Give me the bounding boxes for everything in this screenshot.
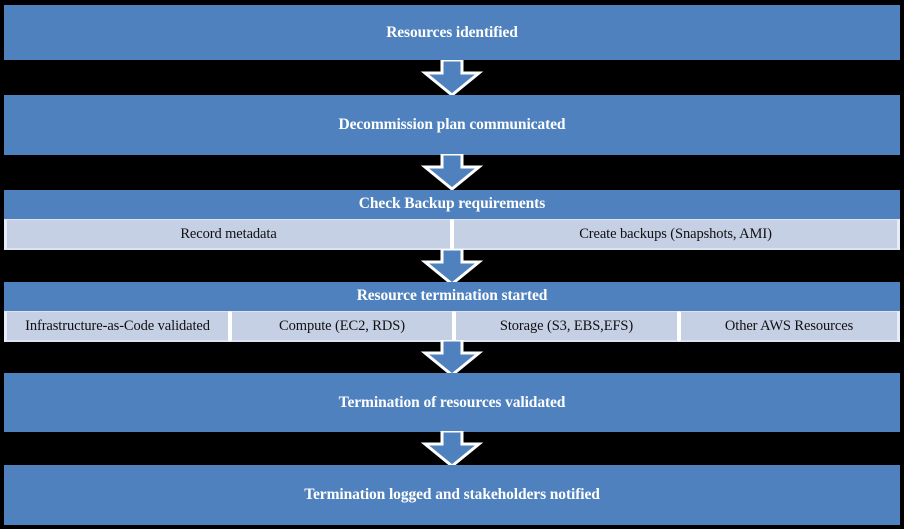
sub-item-label: Create backups (Snapshots, AMI) (579, 225, 772, 242)
step-label: Resources identified (386, 23, 518, 41)
down-arrow-icon (419, 431, 485, 467)
step-label-banner: Resources identified (4, 5, 900, 60)
flow-step-termination-logged-and-stakeholders-notified[interactable]: Termination logged and stakeholders noti… (4, 465, 900, 525)
step-label-banner: Termination of resources validated (4, 373, 900, 432)
flow-step-check-backup-requirements[interactable]: Check Backup requirements Record metadat… (4, 190, 900, 250)
down-arrow-icon (419, 154, 485, 190)
down-arrow-icon (419, 60, 485, 96)
step-sub-items-row: Record metadata Create backups (Snapshot… (4, 219, 900, 250)
step-label: Termination of resources validated (338, 393, 566, 411)
step-label: Decommission plan communicated (338, 116, 566, 133)
flow-step-termination-of-resources-validated[interactable]: Termination of resources validated (4, 373, 900, 432)
step-label: Termination logged and stakeholders noti… (304, 486, 600, 503)
sub-item-label: Infrastructure-as-Code validated (25, 317, 210, 334)
sub-item-label: Storage (S3, EBS,EFS) (499, 317, 634, 334)
sub-item-label: Other AWS Resources (724, 317, 854, 334)
sub-item-record-metadata[interactable]: Record metadata (4, 219, 452, 250)
down-arrow-icon (419, 340, 485, 376)
step-sub-items-row: Infrastructure-as-Code validated Compute… (4, 311, 900, 342)
step-label-banner: Decommission plan communicated (4, 95, 900, 155)
down-arrow-icon (419, 249, 485, 285)
sub-item-storage[interactable]: Storage (S3, EBS,EFS) (454, 311, 679, 342)
step-label-banner: Resource termination started (4, 282, 900, 311)
sub-item-label: Compute (EC2, RDS) (279, 317, 405, 334)
step-label-banner: Check Backup requirements (4, 190, 900, 219)
sub-item-other-aws-resources[interactable]: Other AWS Resources (679, 311, 900, 342)
flow-step-resources-identified[interactable]: Resources identified (4, 5, 900, 60)
sub-item-label: Record metadata (180, 225, 277, 242)
step-label: Resource termination started (356, 287, 548, 304)
step-label: Check Backup requirements (358, 195, 546, 212)
sub-item-infrastructure-as-code-validated[interactable]: Infrastructure-as-Code validated (4, 311, 230, 342)
flow-step-resource-termination-started[interactable]: Resource termination started Infrastruct… (4, 282, 900, 342)
flow-step-decommission-plan-communicated[interactable]: Decommission plan communicated (4, 95, 900, 155)
sub-item-create-backups[interactable]: Create backups (Snapshots, AMI) (452, 219, 900, 250)
sub-item-compute[interactable]: Compute (EC2, RDS) (230, 311, 454, 342)
step-label-banner: Termination logged and stakeholders noti… (4, 465, 900, 525)
